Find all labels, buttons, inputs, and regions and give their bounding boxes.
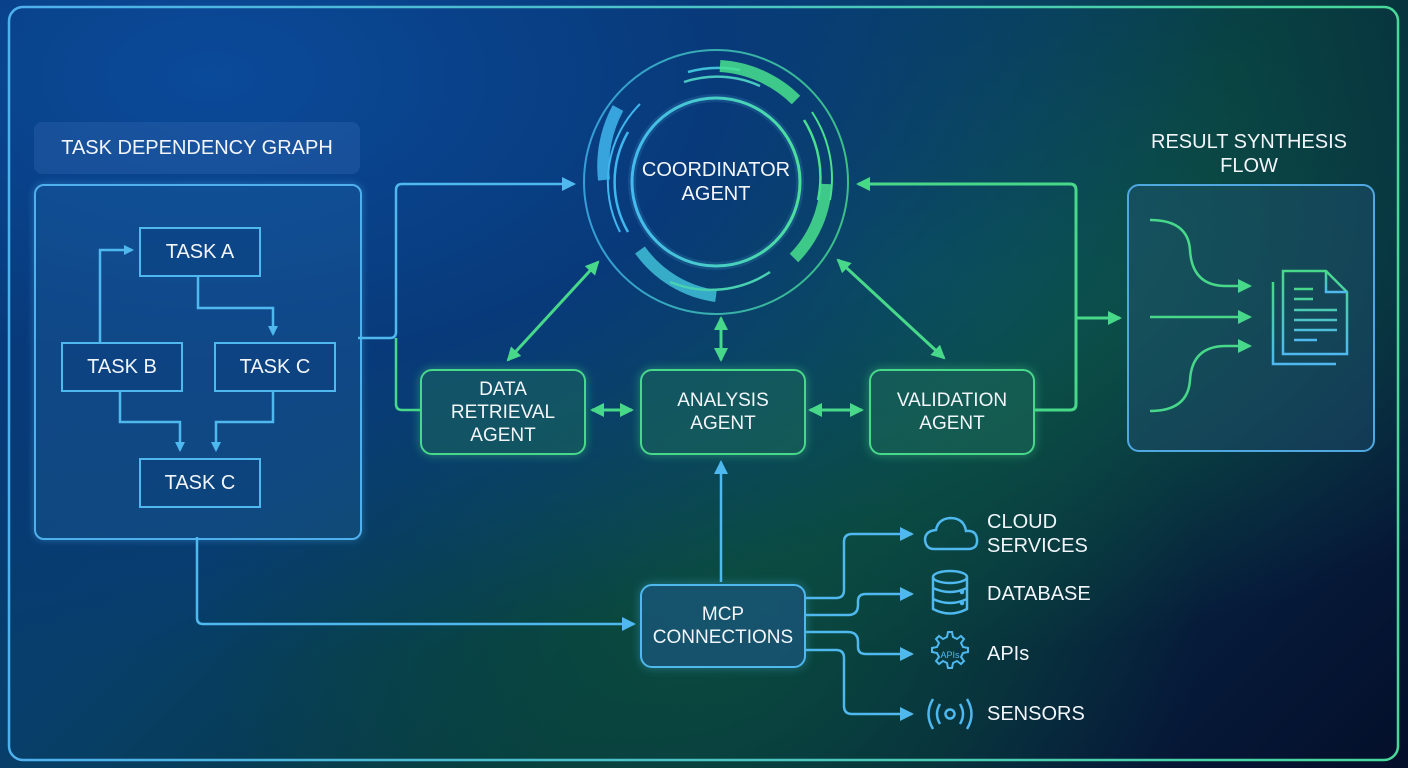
coordinator-label-line1: COORDINATOR xyxy=(641,159,791,181)
edge-coordinator-data-retrieval xyxy=(506,260,600,362)
edge-c1-to-c2 xyxy=(211,390,275,452)
mcp-connections-node[interactable]: MCP CONNECTIONS xyxy=(640,584,806,668)
task-a-node[interactable]: TASK A xyxy=(139,227,261,277)
edge-taskgraph-to-coordinator xyxy=(358,177,576,340)
agent-label-line: RETRIEVAL xyxy=(450,401,556,423)
result-title-line1: RESULT SYNTHESIS xyxy=(1151,131,1347,153)
coordinator-ring xyxy=(583,49,849,315)
edge-mcp-apis xyxy=(804,630,914,661)
mcp-label-line1: MCP xyxy=(701,604,745,625)
resource-sensors[interactable]: SENSORS xyxy=(987,702,1085,726)
api-gear-icon: APIs xyxy=(931,631,969,669)
agent-label-line: AGENT xyxy=(919,413,985,434)
task-graph-title: TASK DEPENDENCY GRAPH xyxy=(34,122,360,174)
resource-database[interactable]: DATABASE xyxy=(987,582,1091,606)
agent-label-line: VALIDATION xyxy=(896,390,1008,411)
database-icon xyxy=(931,569,969,615)
task-edges xyxy=(98,245,278,452)
task-c-node[interactable]: TASK C xyxy=(214,342,336,392)
resource-label-line: CLOUD xyxy=(987,511,1058,533)
agent-label-line: DATA xyxy=(479,378,527,400)
synthesis-flow xyxy=(1149,218,1252,413)
edge-taskgraph-to-data-retrieval xyxy=(394,338,420,412)
resource-label-line: SENSORS xyxy=(987,703,1085,725)
result-synthesis-title: RESULT SYNTHESIS FLOW xyxy=(1127,130,1371,178)
edge-b-to-a xyxy=(98,245,134,342)
resource-apis[interactable]: APIs xyxy=(987,642,1029,666)
agent-label-line: AGENT xyxy=(690,413,756,434)
edge-taskgraph-to-mcp xyxy=(195,537,636,631)
resource-cloud-services[interactable]: CLOUD SERVICES xyxy=(987,510,1088,558)
coordinator-agent[interactable]: COORDINATOR AGENT xyxy=(618,158,814,206)
cloud-icon xyxy=(923,516,979,551)
edge-mcp-database xyxy=(804,587,914,617)
resource-label-line: APIs xyxy=(987,643,1030,665)
data-retrieval-agent[interactable]: DATA RETRIEVAL AGENT xyxy=(420,369,586,455)
edge-mcp-cloud xyxy=(804,527,914,600)
api-gear-icon-text: APIs xyxy=(940,650,960,660)
agent-label-line: AGENT xyxy=(470,424,536,446)
edge-b-to-c2 xyxy=(118,390,185,452)
resource-label-line: DATABASE xyxy=(987,583,1091,605)
outer-frame xyxy=(7,5,1400,762)
edge-validation-to-coordinator xyxy=(856,177,1078,412)
analysis-agent[interactable]: ANALYSIS AGENT xyxy=(640,369,806,455)
task-b-node[interactable]: TASK B xyxy=(61,342,183,392)
task-graph-panel xyxy=(34,184,362,540)
mcp-label-line2: CONNECTIONS xyxy=(652,627,794,648)
sensor-icon xyxy=(927,698,973,730)
document-icon xyxy=(1271,269,1349,366)
agent-connections xyxy=(506,177,1122,417)
edge-coordinator-validation xyxy=(836,258,946,360)
edge-a-to-c1 xyxy=(196,275,278,336)
validation-agent[interactable]: VALIDATION AGENT xyxy=(869,369,1035,455)
coordinator-label-line2: AGENT xyxy=(681,183,751,205)
mcp-resource-edges xyxy=(804,527,914,721)
edge-mcp-sensors xyxy=(804,648,914,721)
result-title-line2: FLOW xyxy=(1220,155,1278,177)
agent-label-line: ANALYSIS xyxy=(677,390,769,411)
task-c-final-node[interactable]: TASK C xyxy=(139,458,261,508)
resource-label-line: SERVICES xyxy=(987,535,1088,557)
